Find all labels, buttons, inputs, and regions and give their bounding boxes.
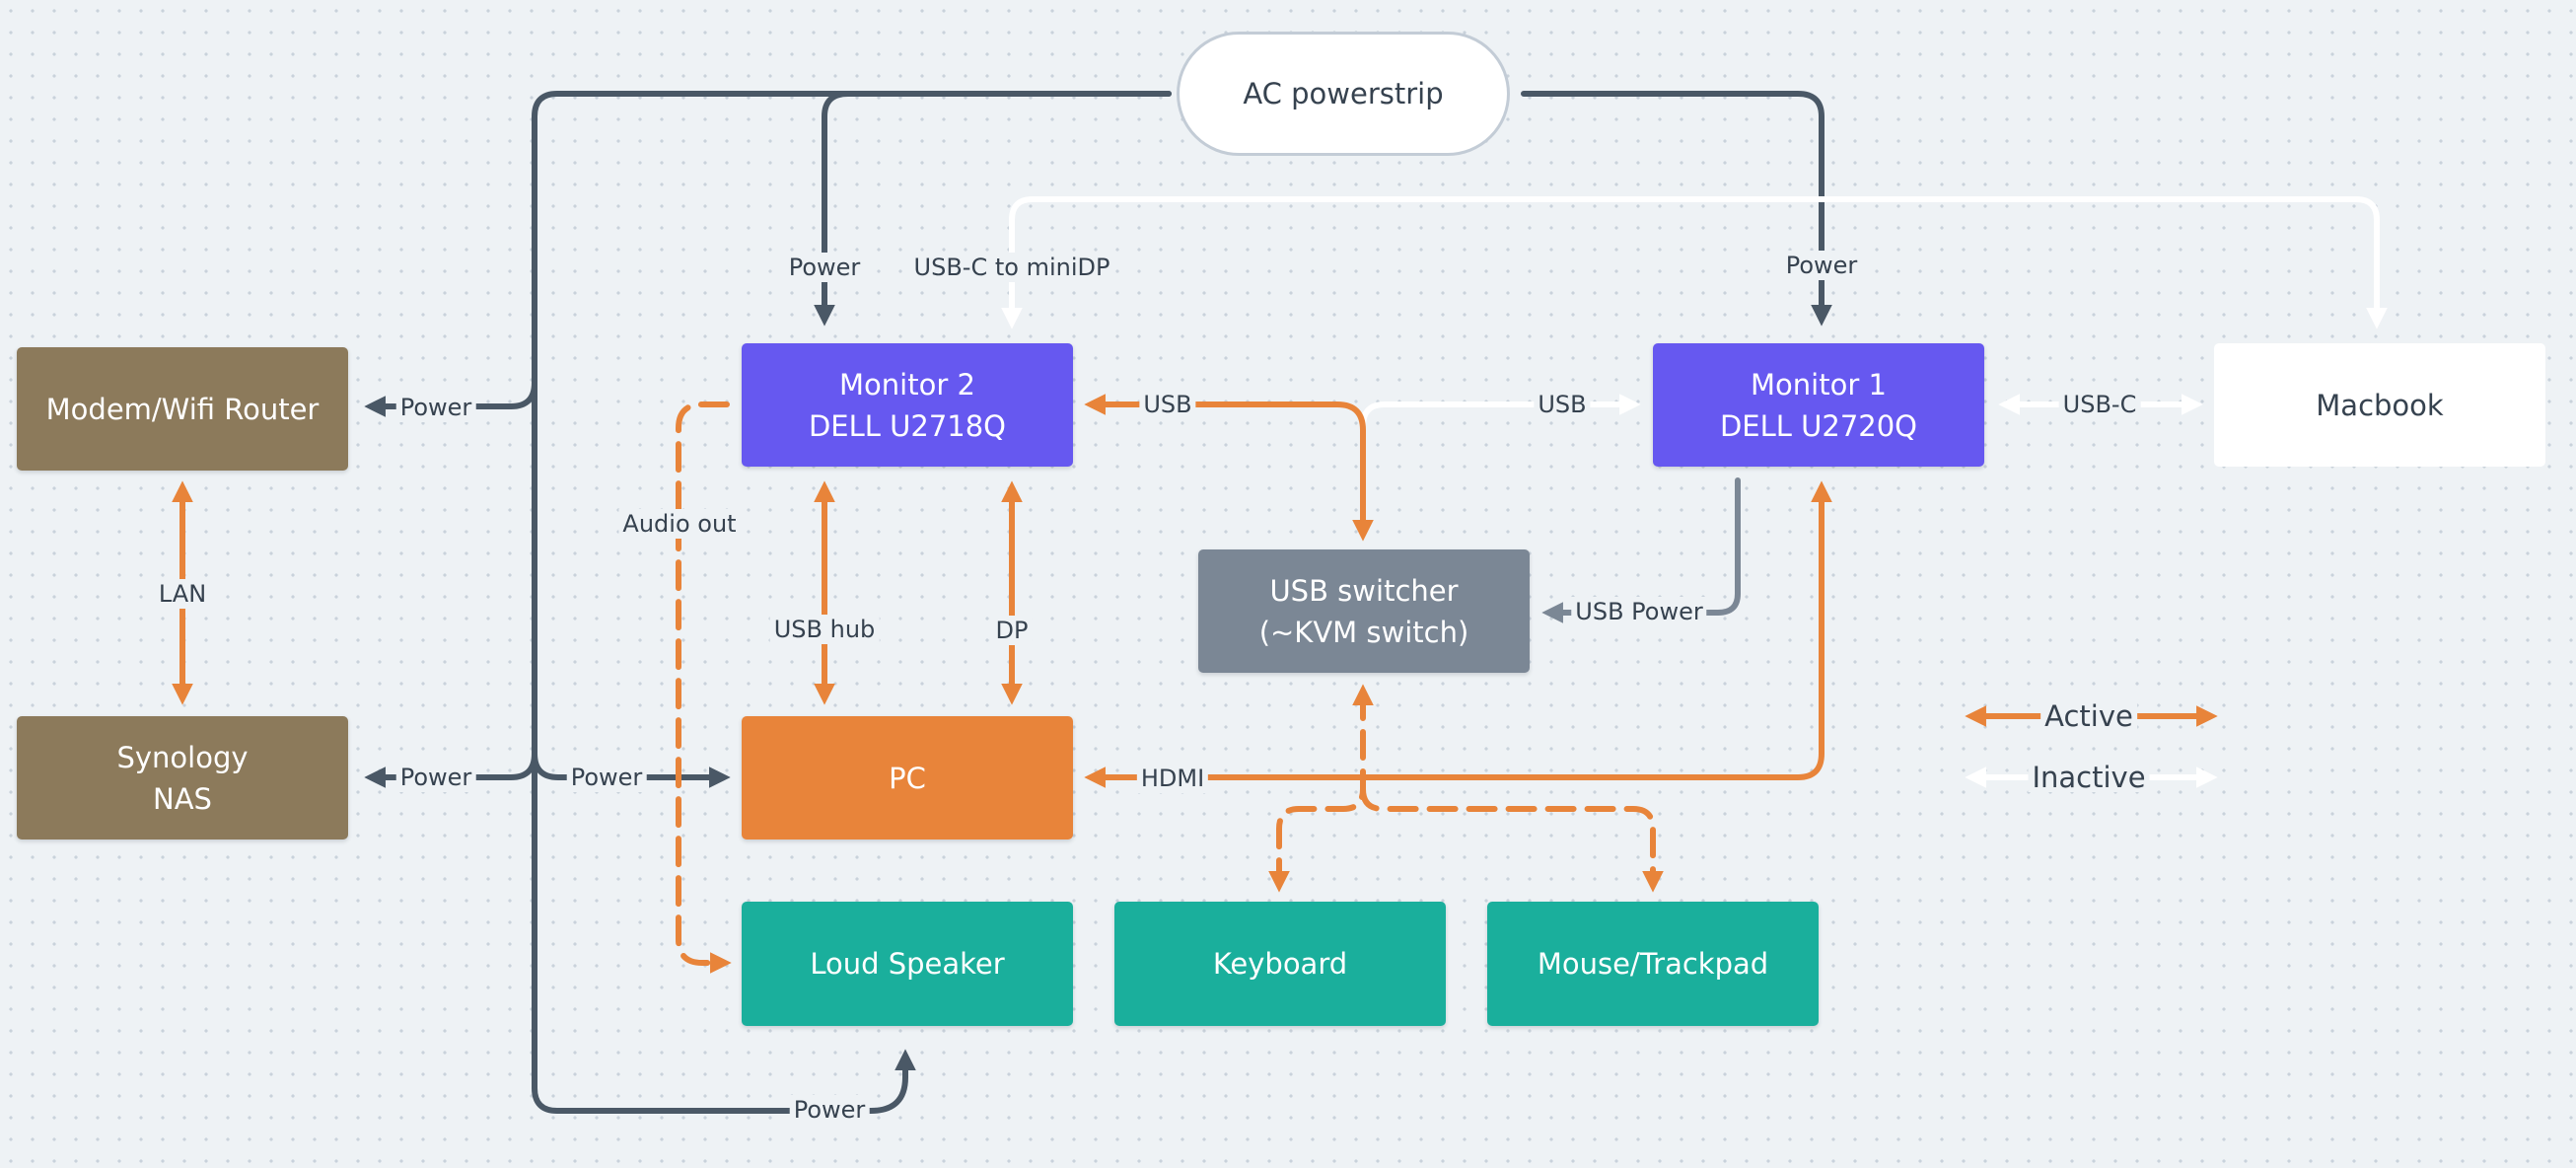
label-usb-hub: USB hub [769,615,880,644]
usb-switcher: USB switcher (~KVM switch) [1198,549,1530,673]
label-usbc-macbook: USB-C [2058,390,2141,419]
keyboard: Keyboard [1114,902,1446,1026]
label-usb-monitor2: USB [1139,390,1196,419]
label-hdmi: HDMI [1136,764,1209,793]
label-usbc-minidp: USB-C to miniDP [909,253,1114,282]
legend-active-label: Active [2040,701,2137,731]
power-to-monitor1 [1521,91,1832,327]
synology-nas: Synology NAS [17,716,348,840]
pc: PC [742,716,1073,840]
label-lan: LAN [154,579,211,609]
audio-out-line [676,402,732,974]
usb-monitor1-line [1360,394,1641,450]
usb-monitor2-line [1084,394,1374,542]
label-usb-power: USB Power [1571,597,1707,626]
label-power-monitor1: Power [1781,251,1862,280]
legend-inactive-label: Inactive [2028,763,2150,792]
mouse-trackpad: Mouse/Trackpad [1487,902,1819,1026]
label-power-pc: Power [566,763,647,792]
loud-speaker: Loud Speaker [742,902,1073,1026]
power-to-pc [532,751,731,788]
power-to-modem [364,380,537,417]
hdmi-line [1084,480,1832,788]
ac-powerstrip: AC powerstrip [1177,32,1510,156]
label-audio-out: Audio out [618,509,741,539]
label-power-speaker: Power [789,1095,870,1125]
monitor-1: Monitor 1 DELL U2720Q [1653,343,1984,467]
label-power-nas: Power [395,763,476,792]
monitor-2: Monitor 2 DELL U2718Q [742,343,1073,467]
label-power-monitor2: Power [784,253,865,282]
label-usb-monitor1: USB [1534,390,1591,419]
power-to-monitor2 [814,91,1172,327]
power-trunk [532,91,1172,1114]
label-power-modem: Power [395,393,476,422]
macbook: Macbook [2214,343,2545,467]
label-dp: DP [991,616,1033,645]
switcher-to-keyboard-line [1268,684,1374,893]
switcher-to-mouse-line [1360,786,1664,893]
usb-power-line [1541,477,1741,623]
modem-wifi-router: Modem/Wifi Router [17,347,348,471]
usbc-minidp-line [1001,196,2388,329]
